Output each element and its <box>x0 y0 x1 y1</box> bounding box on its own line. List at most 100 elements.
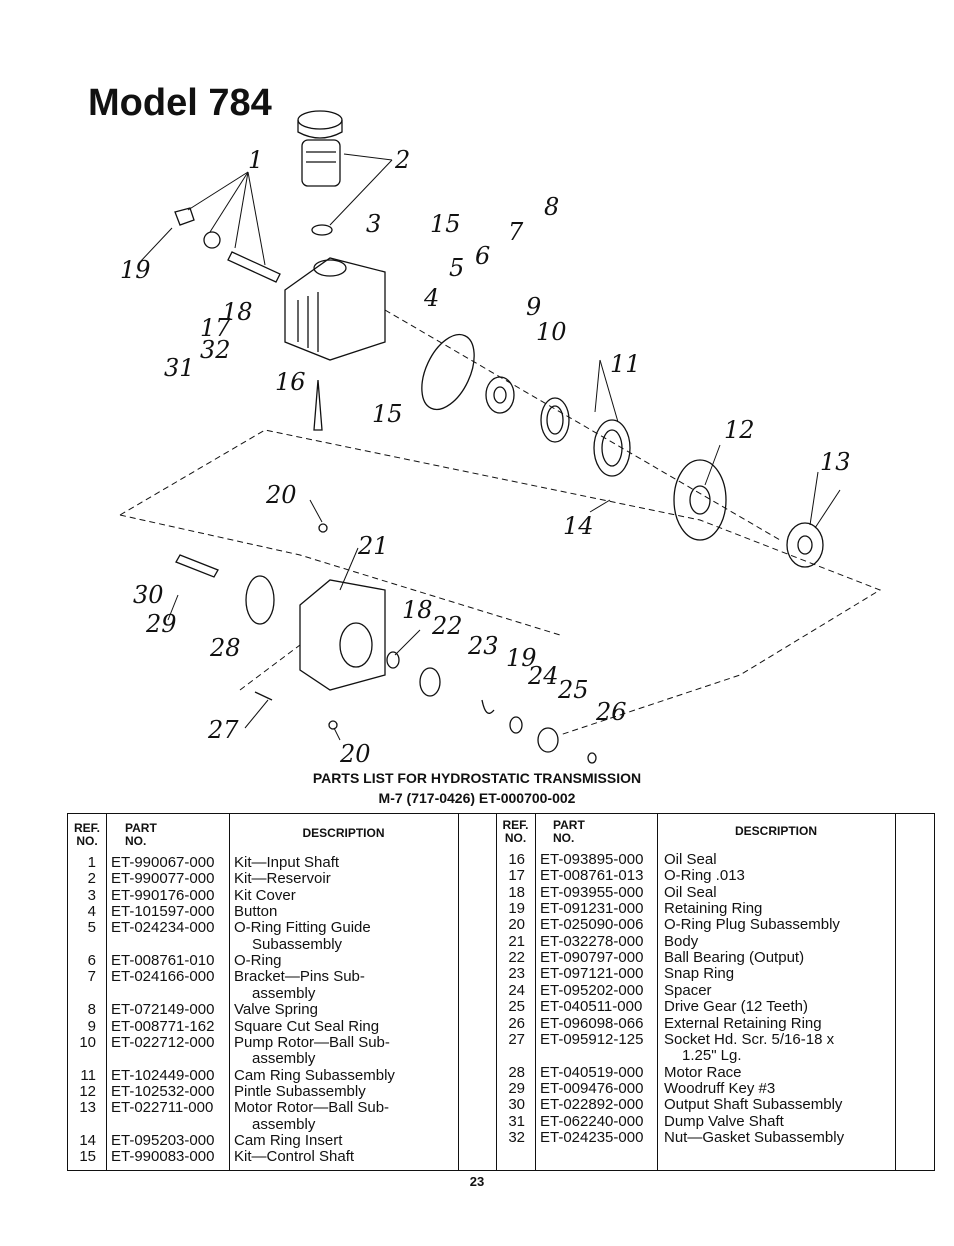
part-number: ET-022711-000 <box>111 1099 214 1117</box>
part-description: Spacer <box>664 981 712 999</box>
part-number: ET-024234-000 <box>111 919 215 937</box>
ref-number: 10 <box>79 1033 96 1051</box>
part-description: Pump Rotor—Ball Sub-assembly <box>234 1033 390 1068</box>
diagram-label-23: 23 <box>467 632 499 660</box>
ref-number: 18 <box>508 883 525 901</box>
part-description: Oil Seal <box>664 851 717 868</box>
diagram-label-31: 31 <box>164 354 195 382</box>
part-number: ET-024166-000 <box>111 968 215 986</box>
ref-number: 28 <box>508 1063 525 1081</box>
ref-number: 31 <box>508 1112 525 1130</box>
diagram-label-3: 3 <box>366 210 381 238</box>
ref-number: 14 <box>79 1131 96 1149</box>
ref-number: 24 <box>508 981 525 999</box>
parts-list-title: PARTS LIST FOR HYDROSTATIC TRANSMISSION <box>312 770 642 786</box>
part-number: ET-090797-000 <box>540 949 644 967</box>
ref-number: 11 <box>80 1066 96 1084</box>
part-description: Output Shaft Subassembly <box>664 1096 843 1114</box>
ref-number: 20 <box>508 916 525 934</box>
part-number: ET-091231-000 <box>540 900 644 918</box>
ref-number: 23 <box>508 965 525 983</box>
ref-number: 8 <box>87 1001 96 1019</box>
ref-number: 17 <box>508 867 525 885</box>
part-number: ET-095202-000 <box>540 981 644 999</box>
part-number: ET-095203-000 <box>111 1131 215 1149</box>
part-description: Kit Cover <box>234 886 296 904</box>
part-number: ET-101597-000 <box>111 903 215 921</box>
part-number: ET-097121-000 <box>540 965 644 983</box>
ref-number: 26 <box>508 1014 525 1032</box>
page-title: Model 784 <box>88 82 272 124</box>
part-number: ET-990176-000 <box>111 886 215 904</box>
part-number: ET-024235-000 <box>540 1128 644 1146</box>
diagram-label-4: 4 <box>423 284 439 312</box>
part-description: Cam Ring Subassembly <box>234 1066 395 1084</box>
part-description: Motor Rotor—Ball Sub-assembly <box>234 1099 390 1133</box>
ref-number: 30 <box>508 1096 525 1114</box>
diagram-label-30: 30 <box>133 581 164 609</box>
part-number: ET-990067-000 <box>111 854 215 871</box>
diagram-label-19b: 19 <box>506 644 537 672</box>
part-number: ET-009476-000 <box>540 1079 644 1097</box>
part-description: Nut—Gasket Subassembly <box>664 1128 845 1146</box>
diagram-label-29: 29 <box>145 610 177 638</box>
ref-number: 32 <box>508 1128 525 1146</box>
ref-number: 13 <box>79 1099 96 1117</box>
ref-number: 7 <box>87 968 96 986</box>
ref-number: 3 <box>87 886 96 904</box>
diagram-label-16: 16 <box>275 368 306 396</box>
ref-number: 1 <box>87 854 96 871</box>
ref-number: 25 <box>508 998 525 1016</box>
part-description: O-Ring .013 <box>664 867 745 885</box>
part-description: Pintle Subassembly <box>234 1082 366 1100</box>
part-number: ET-102532-000 <box>111 1082 215 1100</box>
part-description: Bracket—Pins Sub-assembly <box>234 968 365 1002</box>
diagram-label-32: 32 <box>200 336 231 364</box>
diagram-label-8: 8 <box>544 193 559 221</box>
ref-number: 15 <box>79 1148 96 1166</box>
part-number: ET-102449-000 <box>111 1066 215 1084</box>
diagram-label-5: 5 <box>449 254 464 282</box>
part-description: O-Ring <box>234 952 282 970</box>
part-description: Ball Bearing (Output) <box>664 949 805 967</box>
part-description: Cam Ring Insert <box>234 1131 343 1149</box>
diagram-label-10: 10 <box>536 318 567 346</box>
ref-number: 29 <box>508 1079 525 1097</box>
part-number: ET-990077-000 <box>111 870 215 888</box>
part-description: Motor Race <box>664 1063 742 1081</box>
part-number: ET-040519-000 <box>540 1063 644 1081</box>
ref-number: 4 <box>87 903 96 921</box>
ref-number: 16 <box>508 851 525 868</box>
diagram-label-25: 25 <box>557 676 589 704</box>
ref-number: 5 <box>87 919 96 937</box>
part-description: Snap Ring <box>664 965 735 983</box>
diagram-label-22: 22 <box>431 612 463 640</box>
part-description: Drive Gear (12 Teeth) <box>664 998 808 1016</box>
diagram-label-28: 28 <box>209 634 241 662</box>
ref-number: 27 <box>508 1030 525 1048</box>
part-number: ET-025090-006 <box>540 916 644 934</box>
part-description: Kit—Reservoir <box>234 870 331 888</box>
part-number: ET-008761-010 <box>111 952 215 970</box>
part-number: ET-022892-000 <box>540 1096 644 1114</box>
ref-number: 2 <box>87 870 96 888</box>
diagram-label-20b: 20 <box>339 740 371 768</box>
part-number: ET-040511-000 <box>540 998 643 1016</box>
ref-number: 12 <box>79 1082 96 1100</box>
part-description: Oil Seal <box>664 883 717 901</box>
diagram-label-17: 17 <box>200 314 231 342</box>
parts-list-subtitle: M-7 (717-0426) ET-000700-002 <box>378 790 576 806</box>
ref-number: 6 <box>87 952 96 970</box>
part-number: ET-096098-066 <box>540 1014 644 1032</box>
exploded-view-diagram: 1 2 3 15 7 8 19 5 6 4 9 18 10 17 32 31 1… <box>119 110 882 768</box>
diagram-label-9: 9 <box>526 293 541 321</box>
part-number: ET-062240-000 <box>540 1112 644 1130</box>
diagram-label-24: 24 <box>527 662 559 690</box>
part-description: Dump Valve Shaft <box>664 1112 784 1130</box>
diagram-label-18b: 18 <box>402 596 433 624</box>
part-number: ET-093955-000 <box>540 883 644 901</box>
part-number: ET-095912-125 <box>540 1030 644 1048</box>
diagram-label-21: 21 <box>357 532 389 560</box>
diagram-label-12: 12 <box>724 416 755 444</box>
